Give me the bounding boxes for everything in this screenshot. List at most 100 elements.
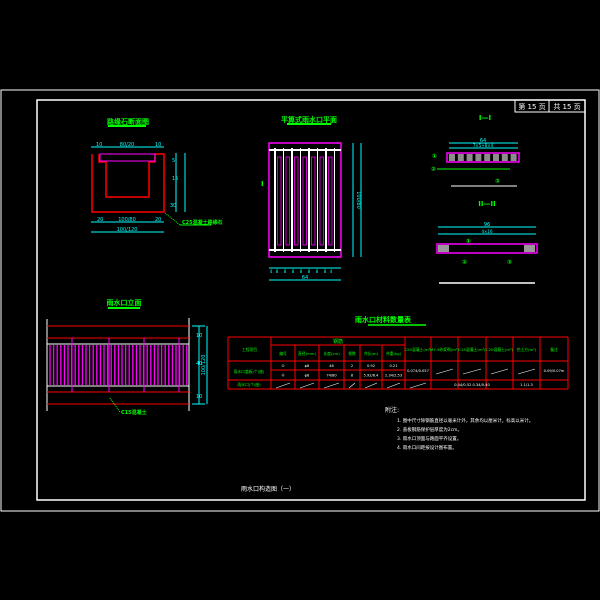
- note-item: 1. 图中尺寸除钢筋直径以毫米计外，其余均以厘米计，标高以米计。: [397, 417, 533, 424]
- curb-section-view: 路缘石断面图 10 80/20 10 20 100/80 20 100/120 …: [91, 117, 223, 233]
- rebar-loop: [319, 156, 324, 246]
- section-1-view: I—I 64 7×5+8×4 ① ② ③: [431, 114, 520, 187]
- table-group-header: 钢筋: [333, 338, 343, 345]
- empty-cell-slash: [299, 382, 315, 389]
- table-header-cell: 根数: [348, 351, 356, 356]
- table-cell: φ8: [305, 374, 310, 378]
- note-item: 2. 盖板钢筋保护层厚度为2cm。: [397, 426, 462, 433]
- dim-text: 64: [480, 138, 486, 144]
- table-cell: ②: [281, 374, 284, 378]
- dim-text: 10: [196, 333, 202, 339]
- inner-frame: [36, 99, 586, 501]
- callout-label: ②: [431, 166, 436, 173]
- dim-text: 30: [170, 203, 176, 209]
- dim-text: 10: [96, 142, 102, 148]
- rebar-section: [457, 154, 464, 161]
- callout-label: ②: [462, 259, 467, 266]
- dim-text: 4: [330, 269, 333, 274]
- dim-text: 5: [172, 158, 175, 164]
- empty-cell-slash: [517, 368, 536, 375]
- table-cell: 0.44/0.52 0.34/0.40: [454, 383, 490, 387]
- table-cell: 0.92: [367, 364, 375, 368]
- table-cell: 0.074/0.057: [407, 369, 429, 373]
- dim-text: 40: [196, 361, 202, 367]
- notes-heading: 附注:: [385, 406, 399, 414]
- dim-text: 10: [196, 394, 202, 400]
- dim-text: 8: [276, 269, 279, 274]
- callout-label: ①: [466, 238, 471, 245]
- dim-text: 64: [302, 275, 308, 281]
- elevation-view: 雨水口立面 10 40 10 100/120 C15混凝土: [46, 298, 208, 416]
- rebar-section: [501, 154, 508, 161]
- callout-label: C25混凝土路缘石: [182, 219, 223, 226]
- table-header-cell: 挖土方(m³): [517, 347, 537, 352]
- callout-label: ③: [507, 259, 512, 266]
- view-title: 平箅式雨水口平面: [281, 115, 337, 124]
- dim-text: 7×5+8×4: [473, 143, 494, 148]
- dim-text: 100/80: [118, 217, 136, 223]
- rebar-section: [449, 154, 455, 161]
- table-cell: ①: [281, 364, 284, 368]
- table-cell: 74/80: [326, 374, 337, 378]
- grate-bars: [274, 148, 335, 252]
- dim-text: 100/120: [201, 355, 207, 376]
- table-cell: 2.34/2.53: [385, 374, 402, 378]
- table-header-cell: 编号: [279, 351, 287, 356]
- table-header-cell: 直径(mm): [298, 351, 316, 356]
- section-2-view: II—II 96 4×16 ① ② ③: [436, 200, 538, 284]
- view-title: 路缘石断面图: [107, 117, 149, 126]
- rebar-section: [510, 154, 517, 161]
- rebar-loop: [285, 156, 290, 246]
- empty-cell-slash: [462, 368, 482, 375]
- dim-text: 96: [484, 222, 490, 228]
- outer-frame: [0, 89, 600, 512]
- dim-text: 20: [155, 217, 161, 223]
- empty-cell-slash: [275, 382, 291, 389]
- rebar-section: [493, 154, 499, 161]
- table-header-cell: 备注: [550, 347, 558, 352]
- empty-cell-slash: [348, 382, 356, 389]
- empty-cell-slash: [364, 382, 378, 389]
- rebar-loop: [294, 156, 299, 246]
- table-header-cell: C20混凝土(m³): [486, 347, 514, 352]
- curb-concrete: [91, 153, 165, 213]
- table-header-cell: M7.5砂浆砌(m³): [430, 347, 459, 352]
- dim-text: 4×16: [482, 229, 493, 234]
- note-item: 4. 雨水口间距按设计图布置。: [397, 444, 457, 451]
- table-header-cell: C25混凝土(m³): [404, 347, 432, 352]
- table-cell: 2: [351, 364, 353, 368]
- dim-text: 4: [270, 269, 273, 274]
- callout-label: ①: [432, 153, 437, 160]
- empty-cell-slash: [435, 368, 454, 375]
- drawing-title: 雨水口构造图（一）: [241, 485, 295, 493]
- dim-text: 8: [316, 269, 319, 274]
- table-header-cell: C15混凝土(m³): [458, 347, 486, 352]
- material-table: 雨水口材料数量表 钢筋工程项目编号直径(mm)长度(cm)根数共长(m)共重(k…: [227, 315, 569, 390]
- dim-text: 8: [300, 269, 303, 274]
- table-cell: φ8: [305, 364, 310, 368]
- dim-text: 100/120: [117, 227, 138, 233]
- title-block: 第 15 页 共 15 页: [514, 99, 586, 113]
- rebar-loop: [277, 156, 282, 246]
- dim-text: 20: [97, 217, 103, 223]
- table-cell: 0.21: [389, 364, 397, 368]
- view-title: 雨水口立面: [107, 298, 142, 307]
- note-item: 3. 雨水口顶面与路面平齐设置。: [397, 435, 461, 442]
- rebar-loop: [311, 156, 316, 246]
- table-header-cell: 共长(m): [364, 351, 379, 356]
- rebar-section: [466, 154, 473, 161]
- view-title: I—I: [479, 114, 491, 122]
- empty-cell-slash: [386, 382, 401, 389]
- view-title: II—II: [478, 200, 495, 208]
- dim-text: 80/20: [120, 142, 134, 148]
- cover-slab: [99, 153, 156, 162]
- table-row-label: 雨水口盖板(个/座): [234, 369, 265, 374]
- dim-text: 8: [324, 269, 327, 274]
- dim-text: 100/80: [355, 191, 361, 209]
- table-cell: 8: [351, 374, 354, 378]
- rebar-loop: [328, 156, 333, 246]
- callout-label: C15混凝土: [121, 409, 147, 416]
- empty-cell-slash: [323, 382, 340, 389]
